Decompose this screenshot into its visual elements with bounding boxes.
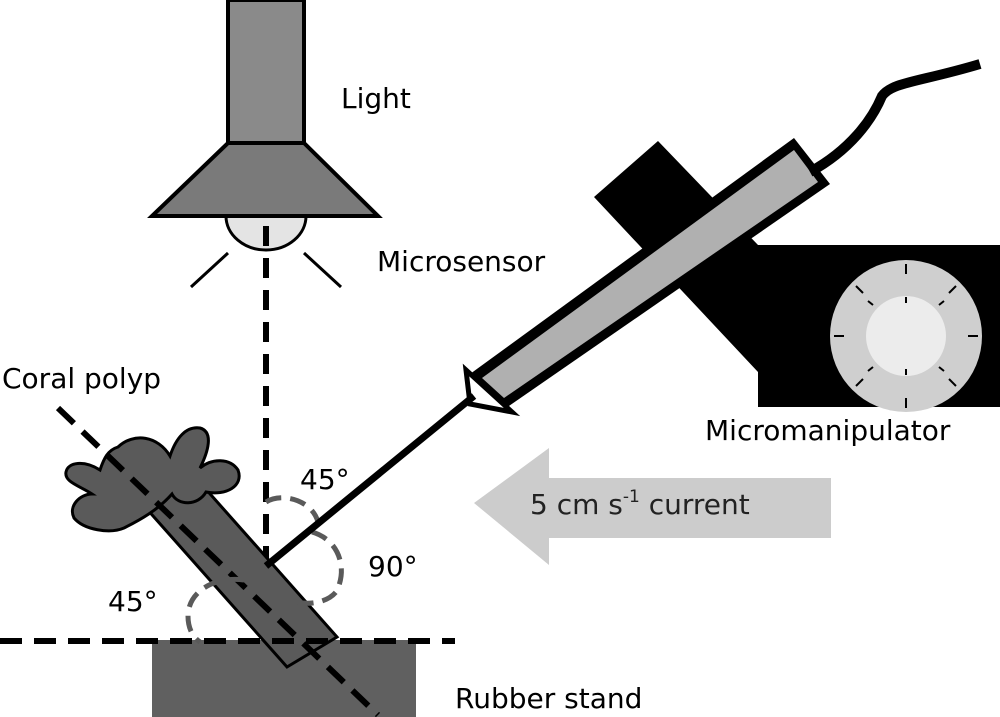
coral-polyp (64, 426, 340, 669)
light-ray-right (302, 251, 343, 289)
micromanipulator (594, 141, 1000, 412)
microsensor-needle (263, 393, 477, 569)
angle-arcs (185, 495, 344, 645)
microsensor-barrel-inner (482, 150, 818, 398)
label-micromanipulator: Micromanipulator (705, 414, 951, 447)
label-angle-left: 45° (108, 585, 158, 618)
current-label: 5 cm s-1 current (530, 487, 750, 521)
dial-ticks (834, 264, 978, 408)
current-label-suffix: current (640, 488, 750, 521)
lamp-stem (226, 0, 306, 147)
current-label-exponent: -1 (623, 487, 640, 507)
angle-arc-top (264, 495, 321, 523)
angle-arc-right (289, 529, 344, 606)
current-arrow-shape (474, 448, 831, 565)
label-coral-polyp: Coral polyp (2, 362, 161, 395)
microsensor (263, 59, 982, 569)
current-arrow: 5 cm s-1 current (474, 448, 831, 565)
label-light: Light (341, 82, 411, 115)
microsensor-tip-cap (462, 363, 521, 417)
label-angle-top: 45° (300, 463, 350, 496)
lamp (147, 0, 383, 289)
lamp-shade (147, 141, 383, 218)
current-label-prefix: 5 cm s (530, 488, 623, 521)
label-rubber-stand: Rubber stand (455, 682, 642, 715)
label-microsensor: Microsensor (377, 245, 546, 278)
angle-arc-left (185, 576, 245, 645)
dial-inner (866, 296, 946, 376)
microsensor-cable (807, 59, 982, 177)
light-ray-left (189, 251, 230, 289)
polyp-axis-line (55, 405, 381, 717)
label-angle-right: 90° (368, 550, 418, 583)
